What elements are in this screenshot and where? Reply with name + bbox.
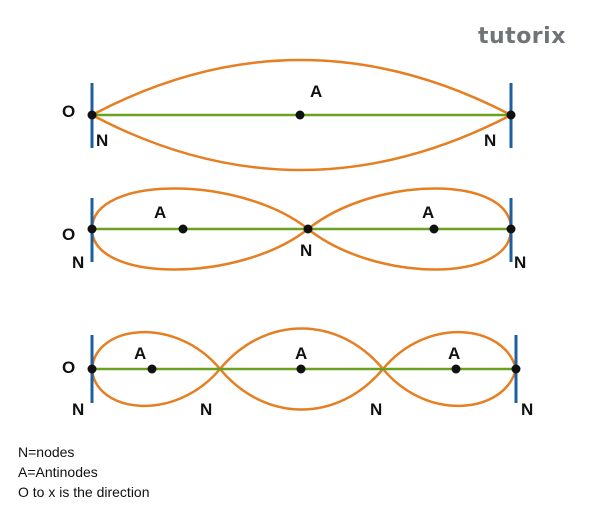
node-dot (87, 224, 97, 234)
antinode-label: A (134, 344, 146, 363)
node-label: N (484, 131, 496, 150)
node-label: N (72, 400, 84, 419)
node-label: N (72, 253, 84, 272)
node-dot (506, 110, 516, 120)
node-dot (511, 364, 521, 374)
node-label: N (300, 241, 312, 260)
panel-third-harmonic: O A A A N N N N (62, 327, 533, 419)
panel-fundamental: O A N N (62, 58, 516, 172)
antinode-dot (296, 364, 306, 374)
legend-antinodes: A=Antinodes (18, 464, 98, 480)
panel-second-harmonic: O A A N N N (62, 187, 526, 272)
node-label: N (96, 131, 108, 150)
antinode-dot (295, 110, 305, 120)
brand-logo: tutorix (478, 24, 566, 49)
antinode-dot (147, 364, 157, 374)
legend-direction: O to x is the direction (18, 484, 150, 500)
antinode-label: A (310, 82, 322, 101)
antinode-dot (178, 224, 188, 234)
node-dot (87, 110, 97, 120)
node-dot (87, 364, 97, 374)
antinode-label: A (448, 344, 460, 363)
antinode-dot (451, 364, 461, 374)
antinode-label: A (154, 203, 166, 222)
origin-label: O (62, 102, 75, 121)
node-dot (506, 224, 516, 234)
legend-nodes: N=nodes (18, 444, 75, 460)
node-label: N (370, 400, 382, 419)
antinode-label: A (422, 203, 434, 222)
node-label: N (521, 400, 533, 419)
node-dot (303, 224, 313, 234)
antinode-label: A (295, 344, 307, 363)
node-label: N (200, 400, 212, 419)
antinode-dot (429, 224, 439, 234)
node-label: N (514, 253, 526, 272)
origin-label: O (62, 358, 75, 377)
origin-label: O (62, 225, 75, 244)
